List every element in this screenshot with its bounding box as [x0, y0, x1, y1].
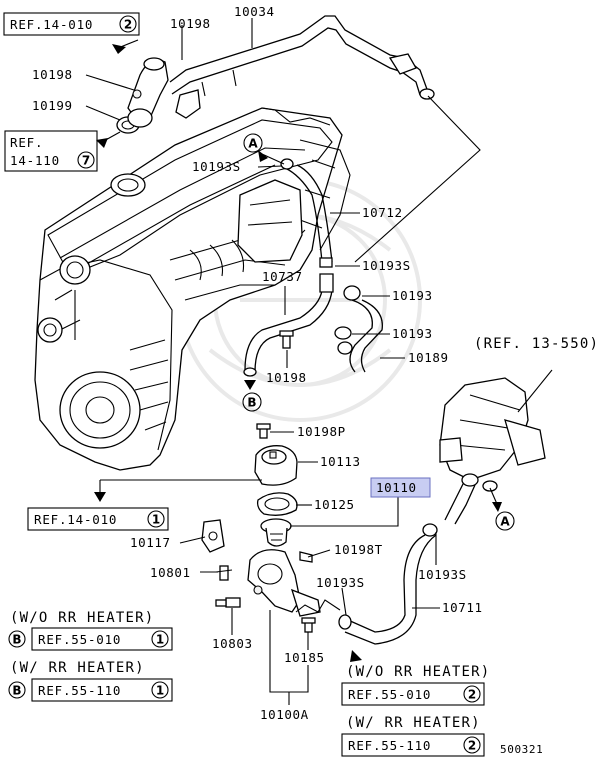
bolt-10198P: [256, 423, 271, 439]
svg-text:B: B: [247, 396, 256, 410]
diagram-id: 500321: [500, 743, 543, 756]
svg-text:1: 1: [156, 684, 164, 698]
bolt-10198-mid: [279, 330, 294, 349]
marker-a-top: A: [243, 133, 263, 153]
ref-14-010-mid[interactable]: REF.14-010 1: [27, 507, 169, 531]
left-w-rr-heater[interactable]: (W/ RR HEATER) B REF.55-110 1: [8, 660, 173, 702]
label-10189[interactable]: 10189: [408, 350, 449, 365]
svg-text:REF.: REF.: [10, 135, 43, 150]
label-10193S-d[interactable]: 10193S: [418, 567, 467, 582]
label-10712[interactable]: 10712: [362, 205, 403, 220]
thermostat-10110: [260, 518, 292, 547]
svg-text:7: 7: [82, 154, 90, 168]
highlight-10110: [370, 477, 431, 498]
heater-valve-unit: [439, 377, 546, 525]
right-wo-rr-heater[interactable]: (W/O RR HEATER) REF.55-010 2: [341, 664, 490, 706]
arrow-a-top: [258, 150, 268, 162]
svg-text:B: B: [12, 684, 21, 698]
svg-text:1: 1: [152, 513, 160, 527]
ref-14-110[interactable]: REF. 14-110 7: [4, 130, 98, 172]
svg-text:(W/O RR HEATER): (W/O RR HEATER): [10, 610, 154, 626]
gasket-10117: [201, 519, 225, 553]
hose-10711: [338, 523, 438, 645]
svg-text:2: 2: [124, 18, 132, 32]
hose-10189: [334, 285, 383, 373]
part-labels: 10034 10198 10198 10199 10193S 10712 101…: [32, 4, 543, 756]
label-10193S-b[interactable]: 10193S: [362, 258, 411, 273]
bolt-10185: [301, 617, 316, 633]
ref-14-010-top[interactable]: REF.14-010 2: [3, 12, 140, 36]
label-10193-b[interactable]: 10193: [392, 326, 433, 341]
sensor-10803: [215, 597, 241, 608]
svg-text:(REF. 13-550): (REF. 13-550): [474, 336, 599, 352]
arrows: [94, 39, 502, 662]
arrow-ref-55-right: [350, 650, 362, 662]
label-10199[interactable]: 10199: [32, 98, 73, 113]
marker-b-mid: B: [242, 392, 262, 412]
left-wo-rr-heater[interactable]: (W/O RR HEATER) B REF.55-010 1: [8, 610, 173, 651]
arrow-ref-14-010-mid: [94, 492, 106, 502]
label-10737[interactable]: 10737: [262, 269, 303, 284]
label-10117[interactable]: 10117: [130, 535, 171, 550]
svg-text:1: 1: [156, 633, 164, 647]
svg-text:REF.14-010: REF.14-010: [10, 17, 93, 32]
svg-text:A: A: [500, 515, 510, 529]
leader-lines: [85, 18, 553, 705]
svg-text:REF.55-010: REF.55-010: [38, 632, 121, 647]
svg-text:(W/O RR HEATER): (W/O RR HEATER): [346, 664, 490, 680]
label-10198-top[interactable]: 10198: [170, 16, 211, 31]
svg-text:REF.14-010: REF.14-010: [34, 512, 117, 527]
marker-a-right: A: [495, 511, 515, 531]
sensor-10801: [215, 565, 233, 581]
label-10711[interactable]: 10711: [442, 600, 483, 615]
arrow-a-right: [492, 502, 502, 512]
svg-text:REF.55-010: REF.55-010: [348, 687, 431, 702]
gasket-10125: [256, 492, 298, 516]
label-10198P[interactable]: 10198P: [297, 424, 346, 439]
engine-block: [34, 107, 351, 471]
svg-text:A: A: [248, 137, 258, 151]
label-10198T[interactable]: 10198T: [334, 542, 383, 557]
label-10803[interactable]: 10803: [212, 636, 253, 651]
svg-text:REF.55-110: REF.55-110: [38, 683, 121, 698]
arrow-b: [244, 380, 256, 390]
thermostat-housing-10113: [254, 445, 298, 486]
label-10034[interactable]: 10034: [234, 4, 275, 19]
label-10193-a[interactable]: 10193: [392, 288, 433, 303]
label-10185[interactable]: 10185: [284, 650, 325, 665]
svg-text:(W/ RR HEATER): (W/ RR HEATER): [10, 660, 145, 676]
label-10125[interactable]: 10125: [314, 497, 355, 512]
label-10113[interactable]: 10113: [320, 454, 361, 469]
svg-text:REF.55-110: REF.55-110: [348, 738, 431, 753]
svg-text:B: B: [12, 633, 21, 647]
ref-13-550[interactable]: (REF. 13-550): [474, 336, 599, 352]
svg-text:14-110: 14-110: [10, 153, 60, 168]
label-10110[interactable]: 10110: [376, 480, 417, 495]
label-10193S-c[interactable]: 10193S: [316, 575, 365, 590]
water-outlet-fitting: [116, 57, 169, 134]
heater-hose-10712: [280, 158, 333, 268]
label-10198-mid[interactable]: 10198: [266, 370, 307, 385]
label-10100A[interactable]: 10100A: [260, 707, 309, 722]
label-10198-left[interactable]: 10198: [32, 67, 73, 82]
water-inlet-10100A: [247, 549, 321, 617]
label-10801[interactable]: 10801: [150, 565, 191, 580]
svg-text:(W/ RR HEATER): (W/ RR HEATER): [346, 715, 481, 731]
water-pipe-10034: [169, 15, 435, 119]
svg-text:2: 2: [468, 688, 476, 702]
right-w-rr-heater[interactable]: (W/ RR HEATER) REF.55-110 2: [341, 715, 485, 757]
label-10193S-a[interactable]: 10193S: [192, 159, 241, 174]
svg-text:2: 2: [468, 739, 476, 753]
